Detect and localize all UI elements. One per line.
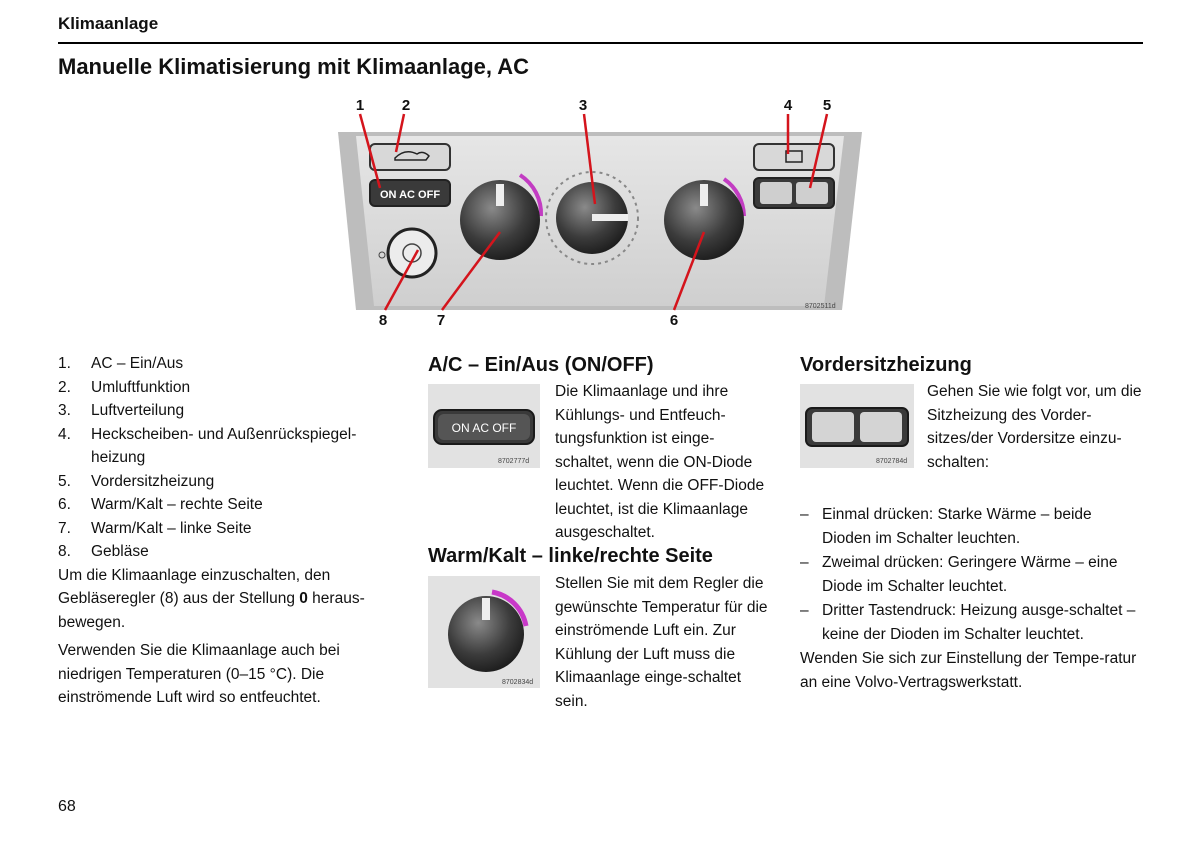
callout-7: 7 <box>437 312 445 329</box>
list-item: –Einmal drücken: Starke Wärme – beide Di… <box>800 506 1092 547</box>
temp-image-code: 8702834d <box>502 679 533 686</box>
list-item: 6.Warm/Kalt – rechte Seite <box>58 496 263 513</box>
rear-defrost-button <box>753 143 835 171</box>
ac-button-label: ON AC OFF <box>380 189 440 201</box>
list-item: 8.Gebläse <box>58 543 149 560</box>
list-item: 4.Heckscheiben- und Außenrückspiegel-hei… <box>58 425 357 467</box>
seat-heat-image: 8702784d <box>800 384 914 468</box>
diagram-code: 8702511d <box>805 303 836 310</box>
callout-3: 3 <box>579 97 587 114</box>
header-rule <box>58 42 1143 44</box>
list-item: –Zweimal drücken: Geringere Wärme – eine… <box>800 554 1118 595</box>
list-item: 5.Vordersitzheizung <box>58 472 215 490</box>
ac-image-code: 8702777d <box>498 458 529 465</box>
ac-button-image: ON AC OFF 8702777d <box>428 384 540 468</box>
page-title: Manuelle Klimatisierung mit Klimaanlage,… <box>58 54 530 79</box>
seat-heat-intro: Gehen Sie wie folgt vor, um die Sitzheiz… <box>927 383 1142 471</box>
closing-note: Wenden Sie sich zur Einstellung der Temp… <box>800 650 1137 691</box>
legend-list: 1.AC – Ein/Aus 2.Umluftfunktion 3.Luftve… <box>58 352 403 564</box>
temp-knob-image: 8702834d <box>428 576 540 688</box>
ac-text: Die Klimaanlage und ihre Kühlungs- und E… <box>555 383 765 541</box>
callout-5: 5 <box>823 97 831 114</box>
callout-2: 2 <box>402 97 410 114</box>
callout-1: 1 <box>356 97 364 114</box>
list-item: 7.Warm/Kalt – linke Seite <box>58 519 252 537</box>
list-item: 2.Umluftfunktion <box>58 378 191 396</box>
ac-button <box>369 179 451 207</box>
temp-heading: Warm/Kalt – linke/rechte Seite <box>428 545 713 567</box>
seat-heat-steps: –Einmal drücken: Starke Wärme – beide Di… <box>800 503 1145 699</box>
right-temp-knob <box>664 180 744 260</box>
intro-paragraph: Um die Klimaanlage einzuschalten, den Ge… <box>58 566 365 631</box>
callout-6: 6 <box>670 312 678 329</box>
section-header: Klimaanlage <box>58 14 159 33</box>
callout-8: 8 <box>379 312 387 329</box>
ac-heading: A/C – Ein/Aus (ON/OFF) <box>428 354 654 376</box>
left-column: 1.AC – Ein/Aus 2.Umluftfunktion 3.Luftve… <box>58 352 403 715</box>
seat-image-code: 8702784d <box>876 458 907 465</box>
recirculation-button <box>369 143 451 171</box>
temperature-note: Verwenden Sie die Klimaanlage auch bei n… <box>58 642 340 706</box>
list-item: –Dritter Tastendruck: Heizung ausge-scha… <box>800 602 1136 643</box>
seat-heat-heading: Vordersitzheizung <box>800 354 972 376</box>
page-number: 68 <box>58 798 76 815</box>
fan-knob <box>386 227 438 279</box>
left-temp-knob <box>460 180 540 260</box>
climate-panel-diagram: ON AC OFF 8702511d 1 2 3 4 5 8 7 6 <box>338 97 862 329</box>
temp-text: Stellen Sie mit dem Regler die gewünscht… <box>555 575 768 710</box>
list-item: 3.Luftverteilung <box>58 402 185 419</box>
callout-4: 4 <box>784 97 793 114</box>
list-item: 1.AC – Ein/Aus <box>58 355 184 372</box>
ac-image-label: ON AC OFF <box>452 421 517 435</box>
